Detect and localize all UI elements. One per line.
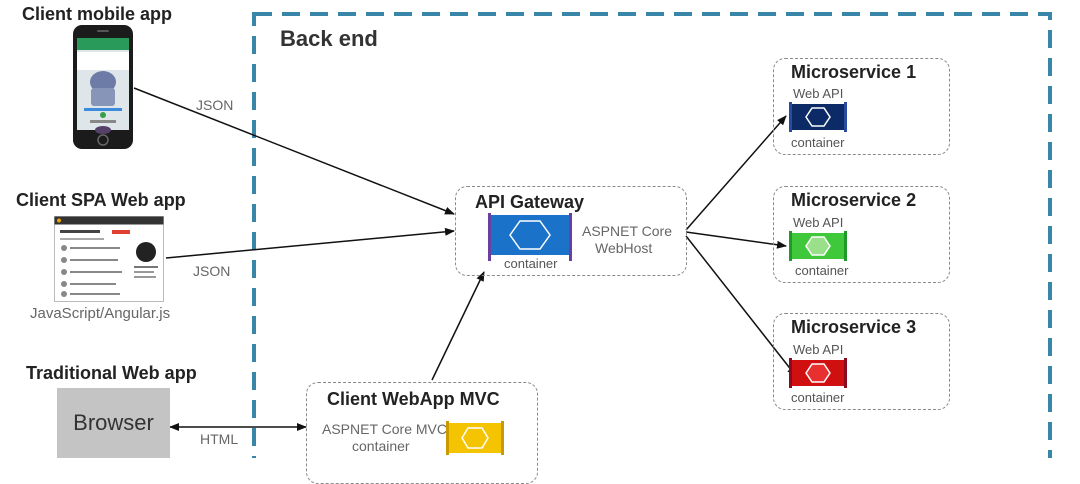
spa-caption: JavaScript/Angular.js [30,305,171,322]
mobile-app-title: Client mobile app [22,4,173,24]
api-gateway-box: API Gateway container ASPNET Core WebHos… [455,186,687,276]
microservice-2-box: Microservice 2 Web API container [773,186,950,283]
spa-app-title: Client SPA Web app [16,190,186,210]
arrow-spa-to-gateway [165,227,455,259]
traditional-app-title: Traditional Web app [26,363,197,383]
arrow-gateway-to-ms2 [685,231,787,249]
microservice-1-box: Microservice 1 Web API container [773,58,950,155]
microservice-1-title: Microservice 1 [791,62,917,82]
microservice-2-api: Web API [793,215,844,230]
microservice-1-container-icon [789,102,847,132]
webapp-mvc-line1: ASPNET Core MVC [322,421,447,437]
api-gateway-title: API Gateway [475,192,585,212]
gateway-host-line2: WebHost [595,240,653,256]
microservice-3-container-icon [789,358,847,388]
arrow-mvc-to-gateway [431,271,485,381]
webapp-mvc-box: Client WebApp MVC ASPNET Core MVC contai… [306,382,538,484]
gateway-container-label: container [504,256,558,271]
gateway-container-icon [488,213,572,261]
microservice-1-container-label: container [791,135,845,150]
webapp-mvc-title: Client WebApp MVC [327,389,500,409]
microservice-3-api: Web API [793,342,844,357]
webapp-mvc-line2: container [352,438,410,454]
arrow-gateway-to-ms1 [685,115,787,231]
webapp-mvc-container-icon [446,421,504,455]
browser-box: Browser [57,388,170,458]
microservice-3-container-label: container [791,390,845,405]
json-label-mobile: JSON [196,97,234,113]
spa-screenshot-icon [54,216,164,302]
json-label-spa: JSON [193,263,231,279]
html-label: HTML [200,431,239,447]
microservice-3-box: Microservice 3 Web API container [773,313,950,410]
microservice-2-container-icon [789,231,847,261]
microservice-2-container-label: container [795,263,849,278]
microservice-1-api: Web API [793,86,844,101]
microservice-2-title: Microservice 2 [791,190,917,210]
arrow-mobile-to-gateway [133,87,455,215]
gateway-host-line1: ASPNET Core [582,223,672,239]
backend-title: Back end [280,26,378,51]
arrow-gateway-to-ms3 [685,235,797,377]
mobile-phone-icon [72,24,134,150]
connector-layer [133,12,1052,458]
microservice-3-title: Microservice 3 [791,317,917,337]
